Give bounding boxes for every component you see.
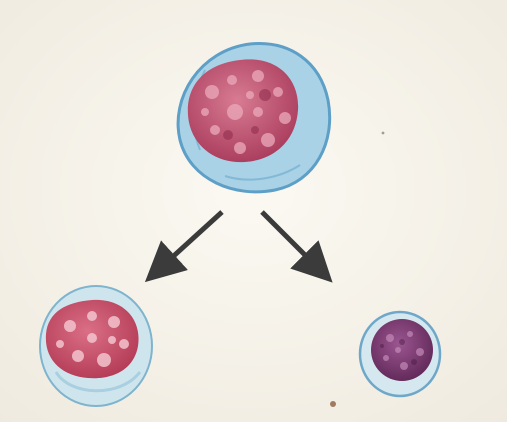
- daughter-cell-small: [360, 312, 440, 396]
- paper-dot: [382, 132, 385, 135]
- paper-speck: [330, 401, 336, 407]
- daughter-cell-small-nucleus: [371, 319, 433, 381]
- daughter-cell-large: [40, 286, 152, 406]
